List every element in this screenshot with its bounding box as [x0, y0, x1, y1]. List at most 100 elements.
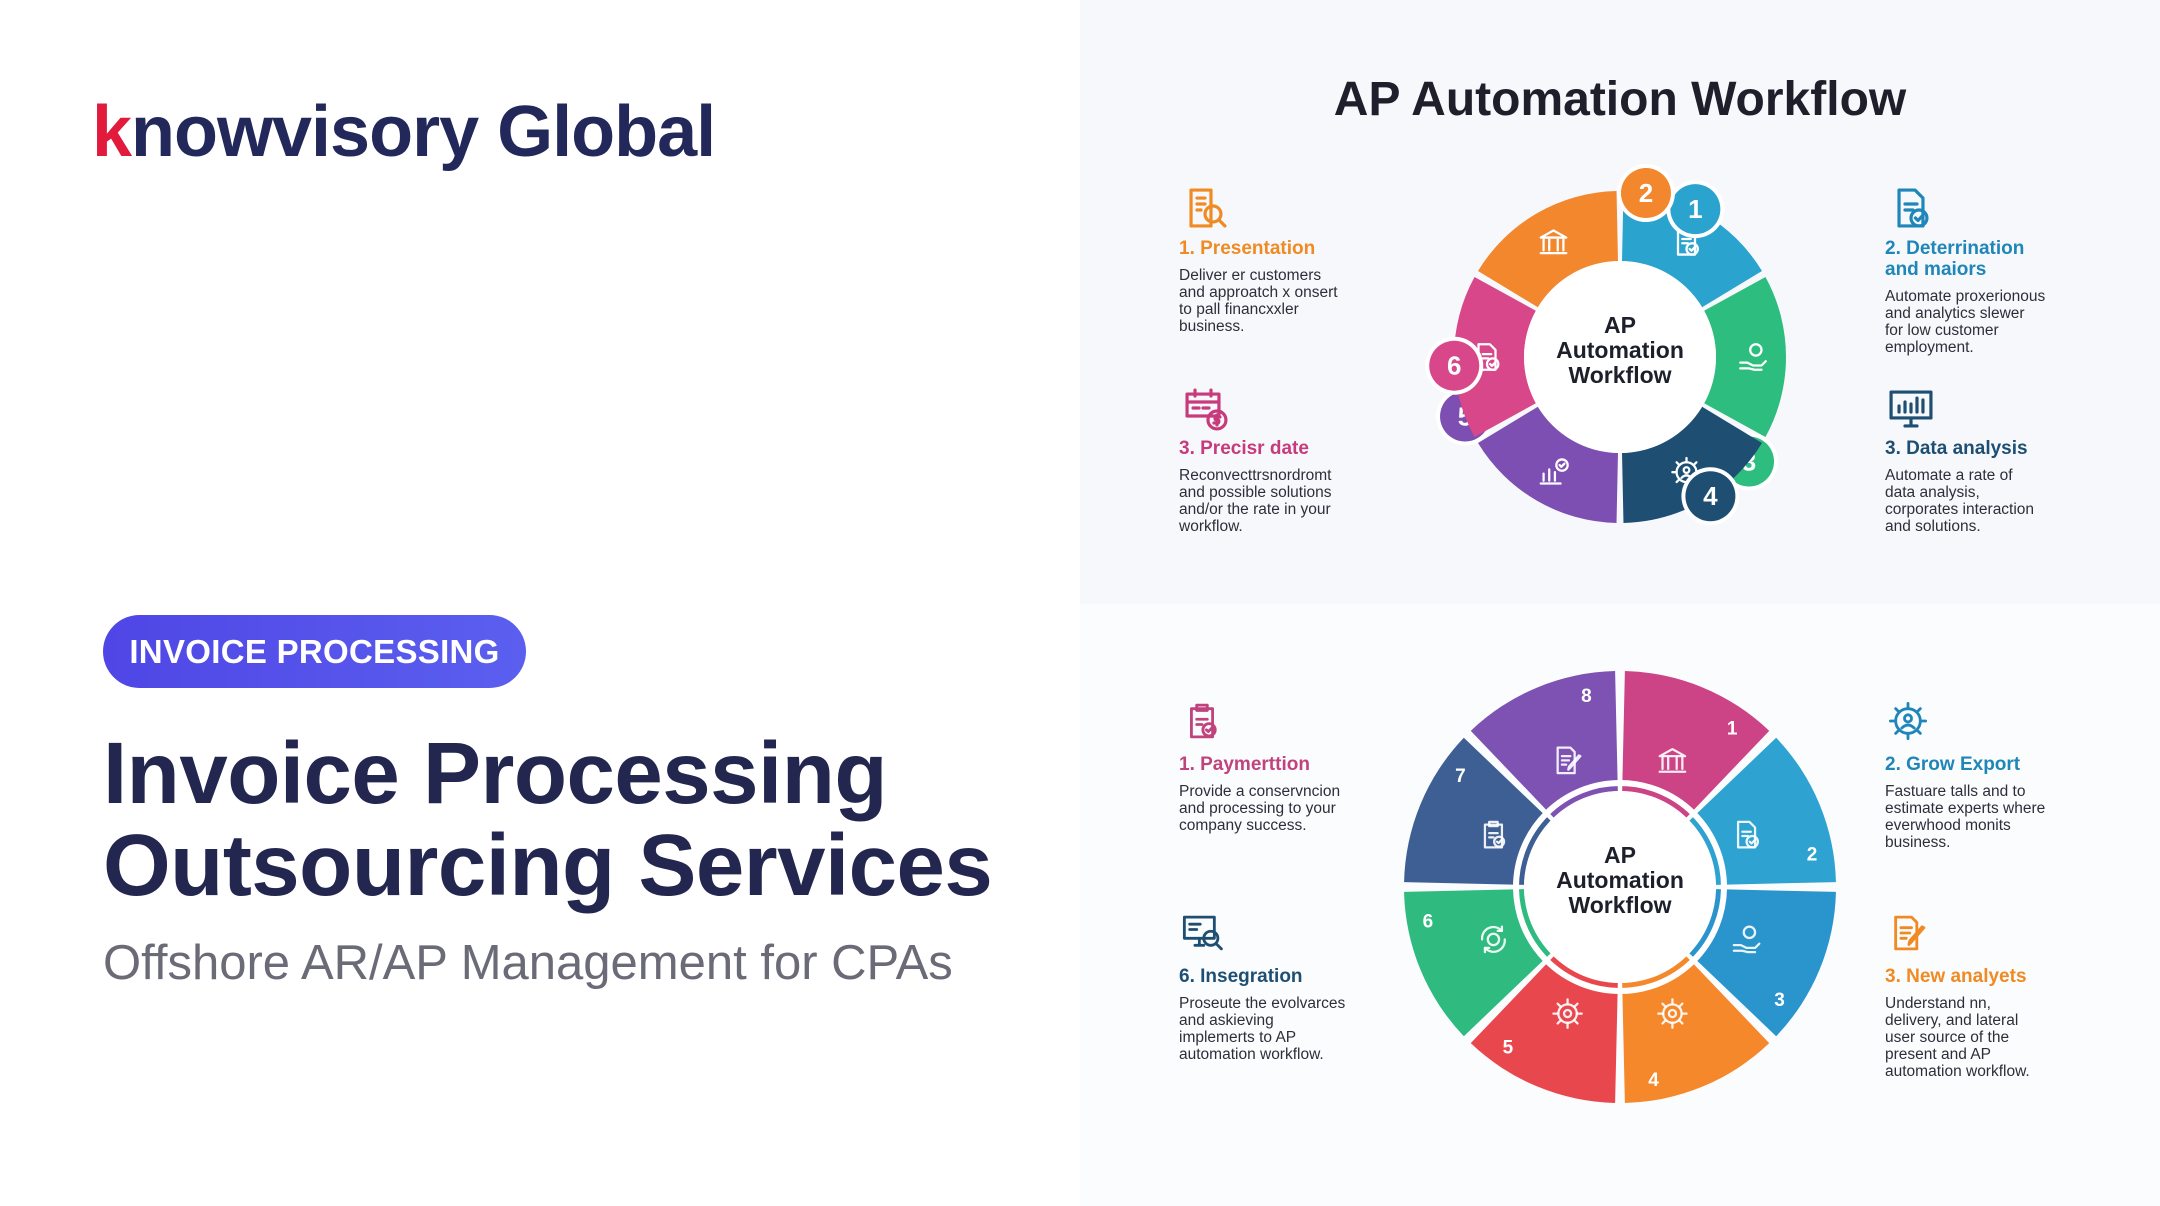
workflow-segment-1: 1 [1622, 180, 1762, 308]
number-bubble [1429, 340, 1480, 391]
workflow-segment-1: 1 [1622, 671, 1770, 818]
note-icon [1889, 390, 1933, 428]
note-icon [1897, 188, 1929, 228]
segment-wedge [1478, 191, 1618, 308]
gear-person-icon [1888, 701, 1928, 741]
document-pen-icon [1894, 915, 1926, 951]
note-icon [1888, 701, 1928, 741]
top-workflow-panel: AP Automation Workflow 134562APAutomatio… [1080, 0, 2160, 604]
hand-coin-icon [1739, 343, 1767, 371]
segment-number: 3 [1774, 990, 1785, 1011]
top-workflow-diagram: 134562APAutomationWorkflow [1425, 164, 1786, 526]
workflow-segment-3: 3 [1689, 889, 1836, 1037]
segment-number: 4 [1703, 481, 1718, 511]
bank-icon [1658, 747, 1687, 773]
workflow-segment-4: 4 [1622, 406, 1762, 526]
note-title: 6. Insegration [1179, 966, 1303, 987]
document-check-icon [1897, 188, 1929, 228]
note-icon [1182, 915, 1223, 951]
infographic-panel: AP Automation Workflow 134562APAutomatio… [1080, 0, 2160, 1206]
title-line-2: Outsourcing Services [103, 817, 993, 914]
segment-number: 6 [1423, 912, 1434, 933]
note-title: 1. Paymerttion [1179, 754, 1310, 775]
workflow-segment-6: 6 [1425, 277, 1536, 437]
segment-number: 4 [1648, 1070, 1659, 1091]
workflow-segment-6: 6 [1404, 889, 1551, 1037]
segment-number: 1 [1727, 718, 1738, 739]
monitor-chart-icon [1889, 390, 1933, 428]
document-pen-icon [1556, 746, 1582, 775]
workflow-segment-5: 5 [1470, 956, 1618, 1103]
segment-wedge [1470, 956, 1618, 1103]
logo-wordmark: nowvisory Global [131, 92, 716, 172]
workflow-segment-8: 8 [1470, 671, 1618, 818]
segment-wedge [1470, 671, 1618, 818]
note-title: 3. Precisr date [1179, 438, 1309, 459]
center-label: Automation [1556, 337, 1684, 363]
note-icon [1185, 388, 1228, 431]
center-label: Workflow [1568, 892, 1671, 918]
number-bubble [1620, 168, 1671, 219]
segment-number: 7 [1455, 766, 1466, 787]
segment-wedge [1622, 956, 1770, 1103]
segment-wedge [1689, 889, 1836, 1037]
segment-wedge [1704, 277, 1786, 437]
workflow-segment-7: 7 [1404, 737, 1551, 885]
segment-number: 2 [1807, 844, 1818, 865]
gear-icon [1552, 998, 1583, 1029]
segment-wedge [1404, 889, 1551, 1037]
logo-k: k [92, 92, 132, 172]
center-ring [1513, 780, 1727, 994]
note-icon [1894, 915, 1926, 951]
diagram-center [1524, 261, 1716, 453]
note-title: 1. Presentation [1179, 238, 1316, 259]
coin-cycle-icon [1480, 925, 1506, 954]
number-bubble [1670, 184, 1721, 235]
workflow-segment-4: 4 [1622, 956, 1770, 1103]
chart-check-icon [1539, 458, 1569, 485]
note-title: 2. Grow Export [1885, 754, 2021, 775]
diagram-center [1524, 791, 1716, 983]
category-badge: INVOICE PROCESSING [103, 615, 526, 688]
note-title: 3. Data analysis [1885, 438, 2028, 459]
segment-number: 8 [1581, 686, 1592, 707]
gear-icon [1657, 998, 1688, 1029]
workflow-segment-2: 2 [1478, 164, 1675, 308]
company-logo[interactable]: knowvisory Global [92, 96, 716, 168]
calendar-dollar-icon [1185, 388, 1228, 431]
segment-wedge [1622, 671, 1770, 818]
center-label: AP [1604, 842, 1636, 868]
number-bubble [1685, 471, 1736, 522]
hero-panel: knowvisory Global INVOICE PROCESSING Inv… [92, 96, 993, 990]
document-search-icon [1189, 188, 1227, 228]
clipboard-check-icon [1190, 703, 1217, 739]
center-label: Automation [1556, 867, 1684, 893]
monitor-search-icon [1182, 915, 1223, 951]
note-title: 3. New analyets [1885, 966, 2027, 987]
bank-icon [1539, 229, 1568, 255]
note-icon [1189, 188, 1227, 228]
segment-number: 5 [1503, 1038, 1514, 1059]
segment-number: 6 [1447, 351, 1461, 381]
hand-coin-icon [1732, 925, 1761, 954]
note-icon [1190, 703, 1217, 739]
page-subtitle: Offshore AR/AP Management for CPAs [103, 936, 953, 990]
segment-wedge [1689, 737, 1836, 885]
segment-wedge [1478, 406, 1618, 523]
segment-number: 1 [1688, 194, 1702, 224]
